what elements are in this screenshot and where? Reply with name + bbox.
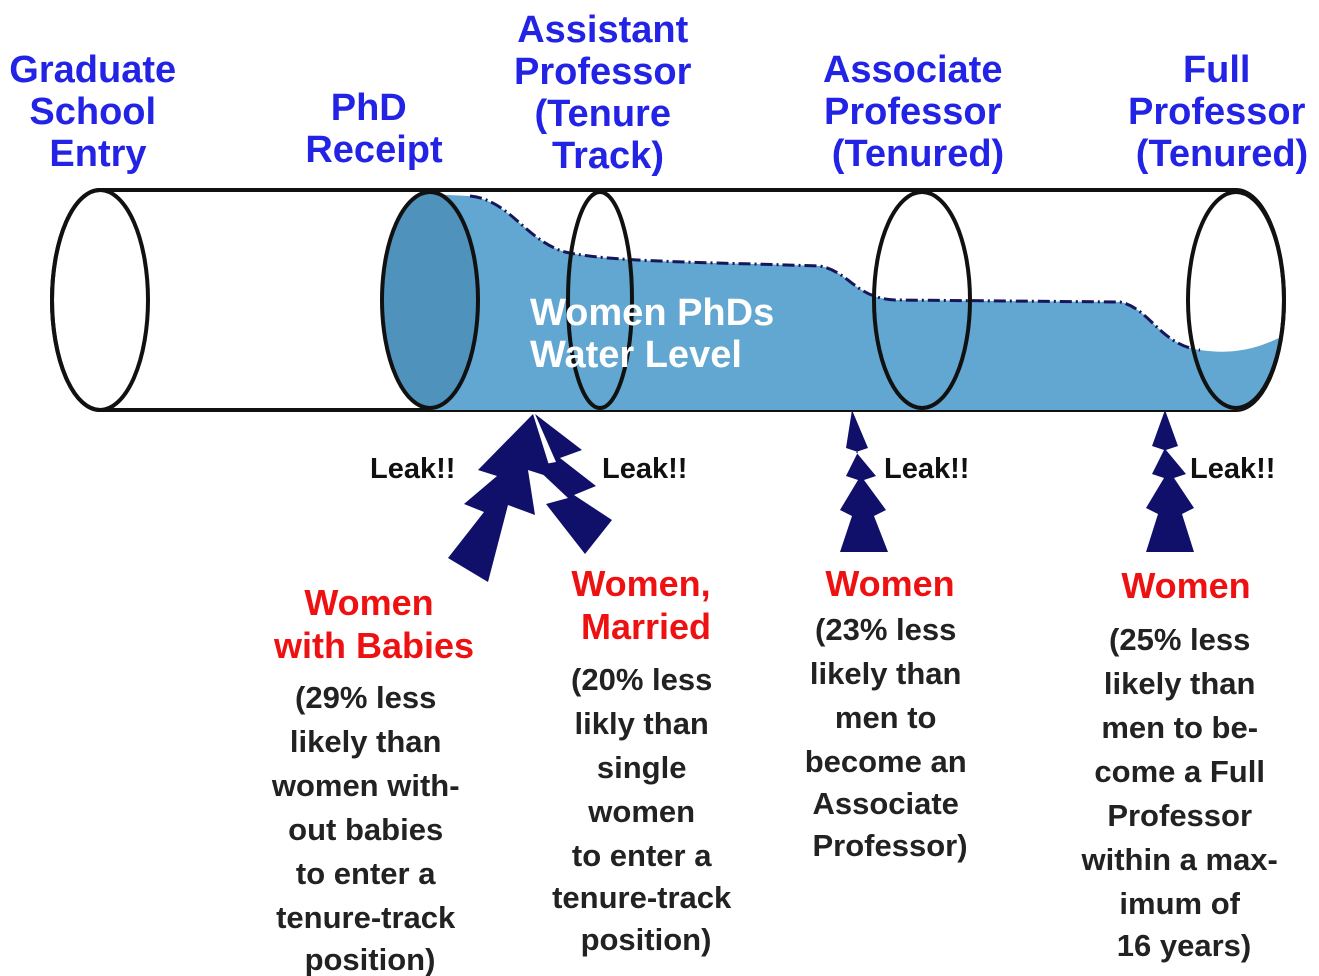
leak-arrow-babies	[448, 414, 553, 582]
water-fill	[382, 192, 1284, 410]
group-detail-married: (20% less likly than single women to ent…	[552, 662, 740, 957]
water-body	[430, 194, 1284, 410]
stage-ring-phd	[380, 190, 480, 410]
leak-arrow-married	[534, 414, 612, 554]
stage-label-phd-receipt: PhD Receipt	[305, 87, 443, 171]
group-detail-full: (25% less likely than men to be- come a …	[1081, 622, 1287, 963]
water-label-line-2: Water Level	[530, 334, 742, 376]
group-title-associate: Women	[825, 563, 954, 604]
water-front	[382, 192, 478, 408]
leak-label-4: Leak!!	[1190, 453, 1275, 485]
pipe-left-end	[50, 188, 150, 412]
stage-label-graduate-school-entry: Graduate School Entry	[9, 49, 186, 175]
water-level-label: Women PhDs Water Level	[530, 292, 785, 376]
water-label-line-1: Women PhDs	[530, 292, 774, 334]
group-detail-associate: (23% less likely than men to become an A…	[805, 612, 976, 863]
group-title-full: Women	[1121, 565, 1250, 606]
stage-label-assistant-professor: Assistant Professor (Tenure Track)	[514, 9, 702, 177]
leak-arrow-associate	[840, 410, 888, 552]
group-title-married: Women, Married	[571, 563, 720, 647]
stage-ring-associate	[872, 190, 972, 410]
leak-arrow-full	[1146, 410, 1194, 552]
stage-label-full-professor: Full Professor (Tenured)	[1128, 49, 1316, 175]
group-detail-babies: (29% less likely than women with- out ba…	[271, 680, 468, 976]
leak-label-1: Leak!!	[370, 453, 455, 485]
stage-ring-assistant	[566, 190, 634, 410]
stage-ring-full	[1186, 190, 1286, 410]
stage-label-associate-professor: Associate Professor (Tenured)	[823, 49, 1013, 175]
leak-label-3: Leak!!	[884, 453, 969, 485]
group-title-babies: Women with Babies	[273, 582, 474, 666]
leak-label-2: Leak!!	[602, 453, 687, 485]
water-surface-line	[469, 194, 1201, 352]
